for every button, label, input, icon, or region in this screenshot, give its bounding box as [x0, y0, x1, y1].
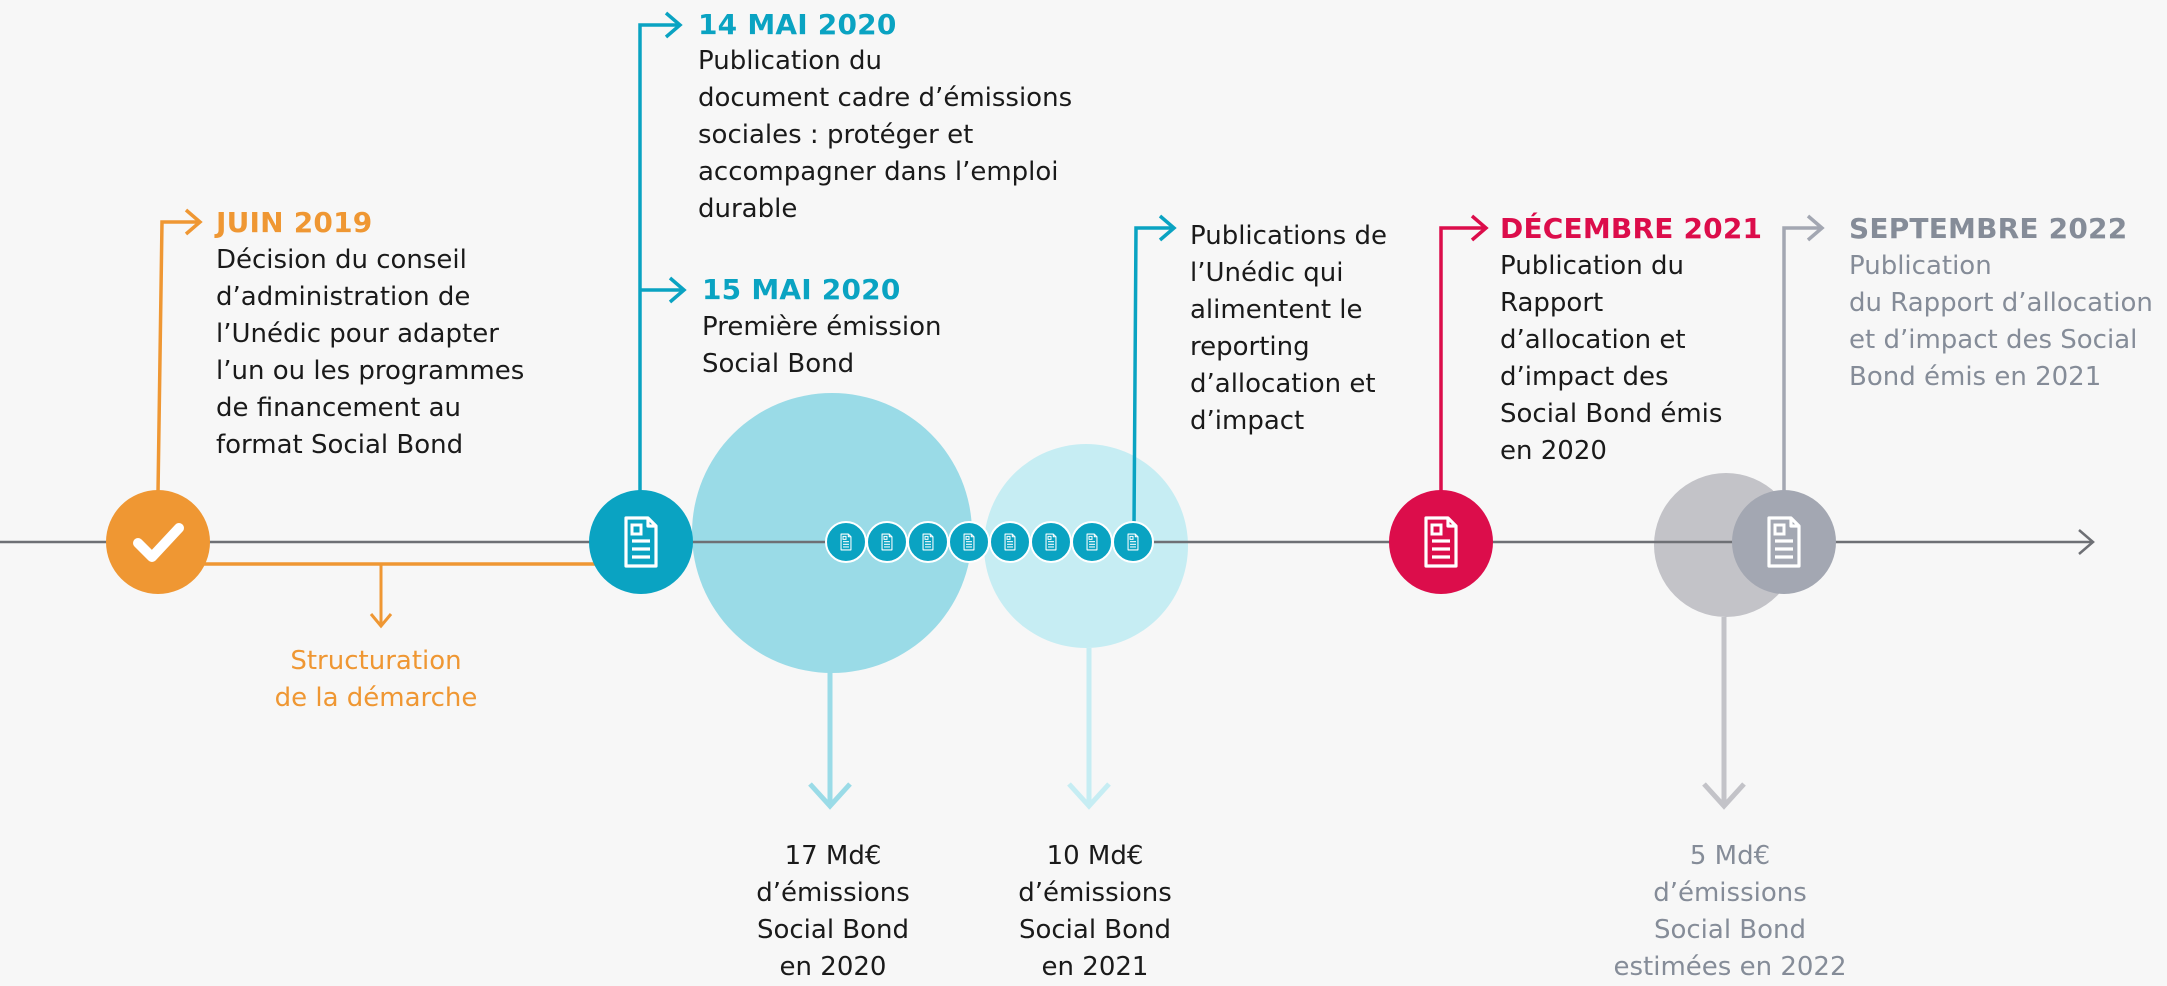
arrowhead-publications-unedic	[1158, 214, 1177, 242]
connector-publications-unedic	[1132, 226, 1172, 529]
publication-markers	[825, 521, 1154, 563]
date-mai-15-2020: 15 MAI 2020	[702, 273, 901, 306]
structuration-label: Structuration de la démarche	[274, 646, 478, 713]
arrowhead-septembre-2022	[1806, 214, 1825, 242]
arrowhead-juin-2019	[184, 208, 203, 236]
text-publications-unedic: Publications de l’Unédic qui alimentent …	[1190, 221, 1387, 436]
publication-marker	[948, 521, 990, 563]
text-mai-15-2020: Première émission Social Bond	[702, 312, 942, 379]
publication-marker	[907, 521, 949, 563]
arrowhead-decembre-2021	[1470, 214, 1489, 242]
text-juin-2019: Décision du conseil d’administration de …	[216, 245, 525, 460]
publication-marker	[1030, 521, 1072, 563]
connector-septembre-2022	[1782, 226, 1820, 492]
connector-juin-2019	[156, 220, 198, 494]
publication-marker	[1071, 521, 1113, 563]
volume-label-2021: 10 Md€ d’émissions Social Bond en 2021	[1018, 841, 1172, 982]
volume-arrowhead-2022	[1702, 782, 1746, 810]
checkmark-icon	[133, 523, 184, 562]
node-juin-2019	[106, 490, 210, 594]
node-septembre-2022	[1732, 490, 1836, 594]
date-juin-2019: JUIN 2019	[216, 206, 373, 239]
publication-marker	[825, 521, 867, 563]
publication-marker	[989, 521, 1031, 563]
volume-label-2020: 17 Md€ d’émissions Social Bond en 2020	[756, 841, 910, 982]
volume-arrowhead-2020	[808, 782, 852, 810]
text-septembre-2022: Publication du Rapport d’allocation et d…	[1849, 251, 2153, 392]
arrowhead-mai-15-2020	[668, 276, 687, 304]
date-septembre-2022: SEPTEMBRE 2022	[1849, 212, 2128, 245]
timeline-axis-arrowhead	[2078, 529, 2095, 555]
node-mai-2020	[589, 490, 693, 594]
structuration-arrowhead	[369, 613, 393, 629]
date-mai-14-2020: 14 MAI 2020	[698, 8, 897, 41]
publication-marker	[1112, 521, 1154, 563]
volume-label-2022: 5 Md€ d’émissions Social Bond estimées e…	[1613, 841, 1847, 982]
publication-marker	[866, 521, 908, 563]
arrowhead-mai-14-2020	[664, 11, 683, 39]
connector-mai-14-2020	[638, 23, 678, 492]
text-mai-14-2020: Publication du document cadre d’émission…	[698, 46, 1073, 224]
text-decembre-2021: Publication du Rapport d’allocation et d…	[1500, 251, 1723, 466]
connector-decembre-2021	[1439, 226, 1484, 492]
date-decembre-2021: DÉCEMBRE 2021	[1500, 212, 1763, 245]
node-decembre-2021	[1389, 490, 1493, 594]
volume-arrowhead-2021	[1067, 782, 1111, 810]
